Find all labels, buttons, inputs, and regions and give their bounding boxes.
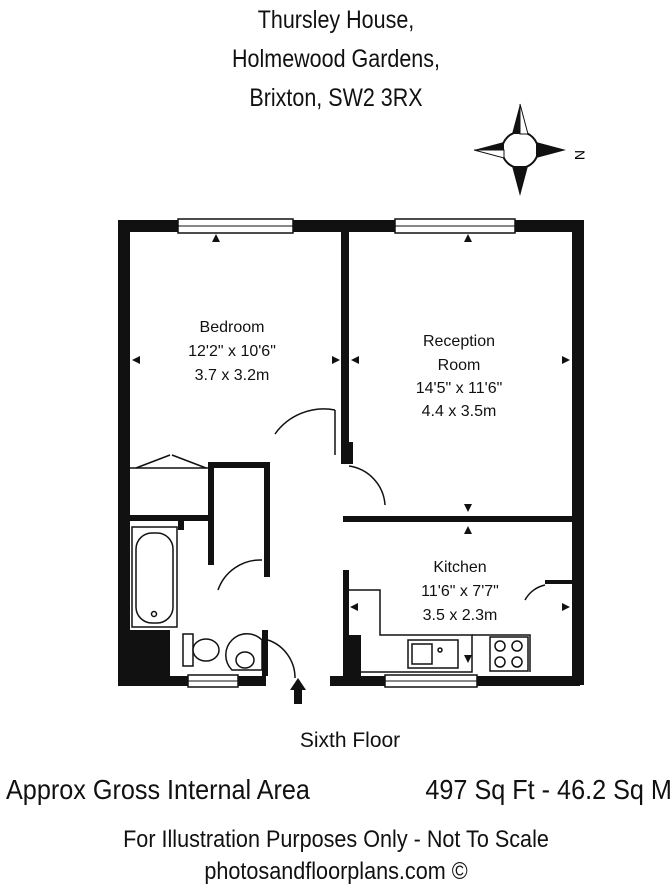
dimension-arrows [132,234,570,663]
reception-label: Reception Room 14'5" x 11'6" 4.4 x 3.5m [416,333,503,420]
bedroom-label: Bedroom 12'2" x 10'6" 3.7 x 3.2m [188,319,276,384]
kitchen-units [349,589,531,673]
reception-imperial: 14'5" x 11'6" [416,380,503,397]
basin [225,633,263,671]
address-line-3: Brixton, SW2 3RX [249,84,423,112]
reception-name-line2: Room [438,357,481,374]
entrance-arrow-icon [290,678,306,704]
door-swings [217,408,546,679]
bedroom-imperial: 12'2" x 10'6" [188,343,276,360]
area-label: Approx Gross Internal Area [6,774,310,805]
bedroom-name: Bedroom [200,319,265,336]
window-kitchen [384,674,478,688]
window-reception [394,218,516,234]
kitchen-name: Kitchen [433,559,486,576]
disclaimer: For Illustration Purposes Only - Not To … [123,826,549,853]
address-line-1: Thursley House, [257,6,415,34]
internal-walls [130,232,572,677]
compass-icon [473,103,566,196]
floor-label: Sixth Floor [299,729,401,752]
reception-name-line1: Reception [423,333,495,350]
kitchen-label: Kitchen 11'6" x 7'7" 3.5 x 2.3m [421,559,499,624]
kitchen-imperial: 11'6" x 7'7" [421,583,499,600]
toilet [182,633,220,667]
credit: photosandfloorplans.com © [204,858,468,885]
area-value: 497 Sq Ft - 46.2 Sq M [425,774,672,805]
bedroom-metric: 3.7 x 3.2m [195,367,270,384]
compass-north-label: N [572,150,588,160]
reception-metric: 4.4 x 3.5m [422,403,497,420]
bath [131,526,178,628]
kitchen-hob [489,636,529,672]
wardrobe [130,454,208,469]
address-line-2: Holmewood Gardens, [232,45,440,73]
window-bathroom [187,674,239,688]
window-bedroom [177,218,294,234]
kitchen-sink [407,639,459,669]
kitchen-metric: 3.5 x 2.3m [423,607,498,624]
